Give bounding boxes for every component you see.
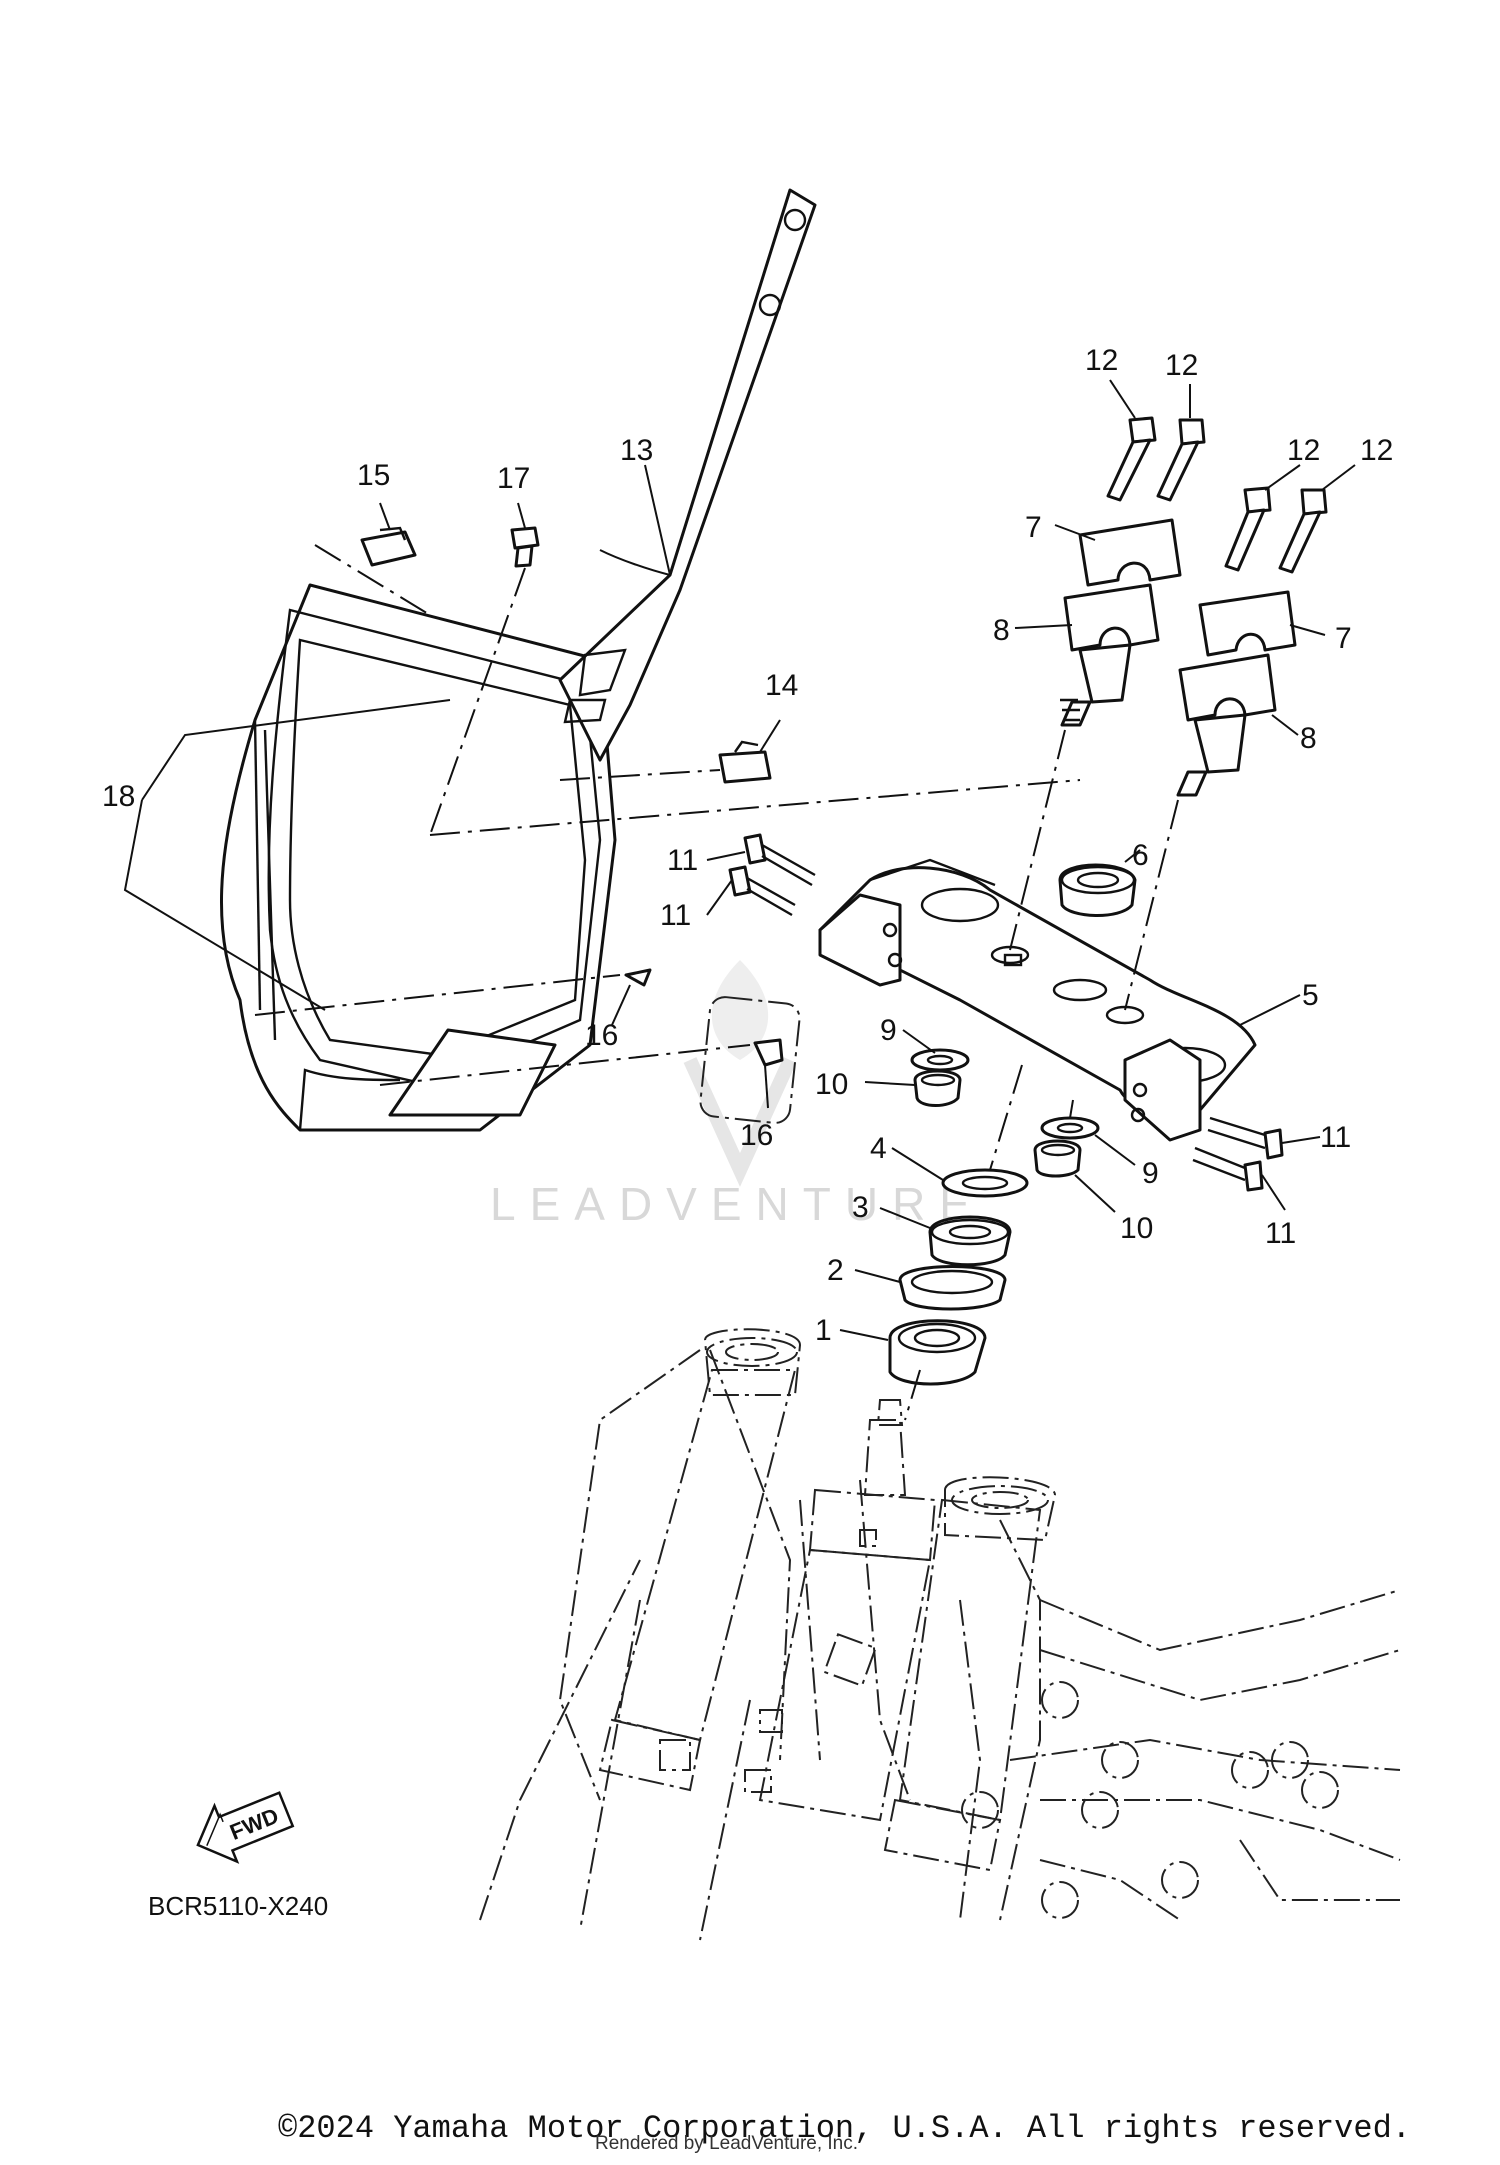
callout-12b[interactable]: 12 <box>1165 349 1198 382</box>
copyright-notice: ©2024 Yamaha Motor Corporation, U.S.A. A… <box>278 2110 1411 2147</box>
rendered-by-notice: Rendered by LeadVenture, Inc. <box>595 2133 859 2154</box>
callout-9b[interactable]: 9 <box>1142 1157 1159 1190</box>
callout-7b[interactable]: 7 <box>1335 622 1352 655</box>
callout-11c[interactable]: 11 <box>1320 1121 1351 1154</box>
nut-10-left <box>913 1069 962 1107</box>
callout-11d[interactable]: 11 <box>1265 1217 1296 1250</box>
washer-4 <box>941 1168 1029 1198</box>
clip-16b <box>753 1038 784 1067</box>
frame-ghost <box>479 996 1401 1941</box>
bolts-11 <box>728 833 1284 1192</box>
clip-16a <box>624 968 652 987</box>
watermark-text: LEADVENTURE <box>490 1178 984 1230</box>
bolts-12-left <box>1106 416 1206 502</box>
callout-9a[interactable]: 9 <box>880 1014 897 1047</box>
bearing-1 <box>888 1319 987 1386</box>
handlebar-holder-right <box>1176 590 1297 797</box>
callout-8b[interactable]: 8 <box>1300 722 1317 755</box>
callout-labels: 12 12 12 12 7 7 8 8 6 5 9 9 10 10 11 11 … <box>102 344 1393 1347</box>
bolts-12-right <box>1224 486 1328 574</box>
nut-6 <box>1058 863 1137 917</box>
callout-7a[interactable]: 7 <box>1025 511 1042 544</box>
callout-1[interactable]: 1 <box>815 1314 832 1347</box>
callout-16a[interactable]: 16 <box>585 1019 618 1052</box>
watermark: LEADVENTURE <box>490 960 984 1230</box>
nut-10-right <box>1033 1139 1082 1178</box>
callout-13[interactable]: 13 <box>620 434 653 467</box>
callout-11a[interactable]: 11 <box>667 844 698 877</box>
callout-2[interactable]: 2 <box>827 1254 844 1287</box>
callout-11b[interactable]: 11 <box>660 899 691 932</box>
callout-18[interactable]: 18 <box>102 780 135 813</box>
washer-9-left <box>910 1048 970 1072</box>
callout-4[interactable]: 4 <box>870 1132 887 1165</box>
washer-9-right <box>1040 1116 1100 1140</box>
callout-10b[interactable]: 10 <box>1120 1212 1153 1245</box>
callout-12d[interactable]: 12 <box>1360 434 1393 467</box>
assembly-lines <box>254 544 1179 1421</box>
number-plate <box>219 583 617 1132</box>
bolt-17 <box>510 526 540 568</box>
callout-17[interactable]: 17 <box>497 462 530 495</box>
callout-14[interactable]: 14 <box>765 669 798 702</box>
callout-12c[interactable]: 12 <box>1287 434 1320 467</box>
seal-2 <box>898 1265 1007 1311</box>
diagram-code: BCR5110-X240 <box>148 1891 328 1921</box>
upper-triple-clamp <box>818 858 1257 1142</box>
callout-5[interactable]: 5 <box>1302 979 1319 1012</box>
callout-15[interactable]: 15 <box>357 459 390 492</box>
handlebar-holder-left <box>1060 518 1182 727</box>
callout-leaders <box>123 379 1356 1341</box>
ring-nut-3 <box>928 1215 1012 1267</box>
fwd-arrow: FWD <box>196 1791 295 1864</box>
callout-12a[interactable]: 12 <box>1085 344 1118 377</box>
callout-8a[interactable]: 8 <box>993 614 1010 647</box>
callout-16b[interactable]: 16 <box>740 1119 773 1152</box>
plate-bracket <box>558 188 817 762</box>
clip-15 <box>360 526 417 567</box>
callout-10a[interactable]: 10 <box>815 1068 848 1101</box>
callout-3[interactable]: 3 <box>852 1191 869 1224</box>
clip-14 <box>718 740 772 784</box>
callout-6[interactable]: 6 <box>1132 839 1149 872</box>
